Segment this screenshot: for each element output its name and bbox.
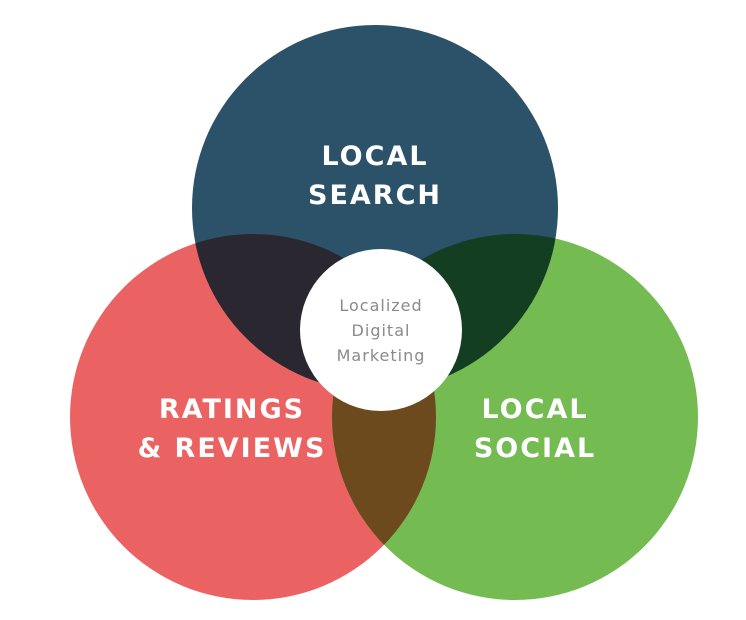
ratings-reviews-label-line2: & REVIEWS	[138, 433, 327, 464]
local-social-label-line2: SOCIAL	[474, 433, 596, 464]
center-label-line1: Localized	[339, 296, 422, 315]
ratings-reviews-label-line1: RATINGS	[159, 394, 305, 425]
local-search-label-line2: SEARCH	[308, 180, 442, 211]
center-label-line2: Digital	[352, 321, 411, 340]
local-search-label-line1: LOCAL	[321, 141, 428, 172]
local-social-label-line1: LOCAL	[481, 394, 588, 425]
center-label-line3: Marketing	[337, 346, 426, 365]
center-circle	[300, 249, 462, 411]
